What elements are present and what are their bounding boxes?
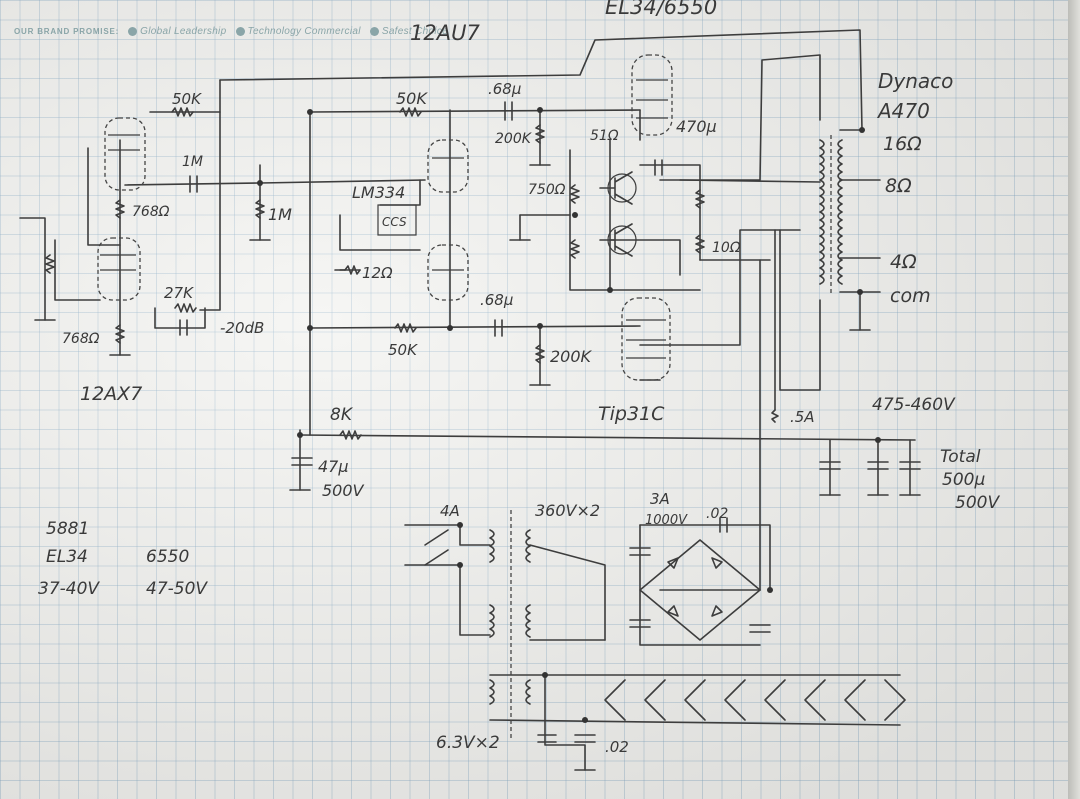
label-tip31c: Tip31C (598, 403, 665, 425)
power-transformer (424, 510, 531, 740)
brand-bullet-icon (369, 26, 379, 36)
label-r-768-a: 768Ω (132, 204, 170, 220)
note-v1: 37-40V (38, 579, 100, 599)
paper-edge (1068, 0, 1080, 799)
label-c-68-b: .68µ (480, 291, 513, 309)
label-r-50k-c: 50K (388, 341, 418, 359)
label-rect-3a: 3A (650, 490, 670, 508)
label-r-768-b: 768Ω (62, 331, 100, 347)
label-el34-6550: EL34/6550 (605, 0, 717, 19)
label-c-1m: 1M (182, 154, 203, 170)
ground-symbols (34, 164, 921, 771)
label-12au7: 12AU7 (410, 21, 480, 45)
label-r-200k-a: 200K (495, 131, 533, 147)
label-r-10: 10Ω (712, 240, 741, 256)
bridge-diodes (667, 557, 723, 617)
label-dynaco: Dynaco (878, 69, 953, 93)
label-sec-360: 360V×2 (535, 501, 600, 520)
brand-item-3: Safest Choice (381, 26, 448, 37)
label-cap-total: 500µ (942, 470, 985, 490)
brand-heading: OUR BRAND PROMISE: (14, 27, 120, 36)
label-fuse-4a: 4A (440, 502, 460, 520)
schematic-wires (19, 29, 916, 771)
label-lm334: LM334 (352, 183, 405, 202)
label-voltage-rail: 475-460V (872, 395, 956, 415)
label-fuse-05: .5A (790, 408, 815, 426)
note-v2: 47-50V (146, 579, 208, 599)
brand-bullet-icon (235, 26, 245, 36)
capacitors (179, 101, 921, 743)
label-cap-total-v: 500V (955, 493, 1000, 513)
heater-chain (604, 679, 906, 721)
label-tap-16: 16Ω (883, 133, 922, 155)
label-a470: A470 (876, 99, 930, 123)
brand-item-1: Global Leadership (140, 26, 227, 37)
schematic-labels: 12AU7 EL34/6550 Dynaco A470 16Ω 8Ω 4Ω co… (38, 0, 1000, 756)
label-c-02-b: .02 (605, 738, 629, 756)
brand-bullet-icon (128, 26, 138, 36)
label-r-12: 12Ω (362, 264, 393, 282)
label-r-50k-a: 50K (172, 90, 202, 108)
junctions (257, 107, 881, 723)
brand-promise-banner: OUR BRAND PROMISE: Global Leadership Tec… (14, 26, 448, 37)
label-r-27k: 27K (164, 284, 194, 302)
note-6550: 6550 (146, 547, 189, 567)
label-tap-com: com (890, 285, 931, 307)
output-transformer (819, 135, 843, 295)
label-gain: -20dB (220, 319, 264, 337)
label-c-68-a: .68µ (488, 80, 521, 98)
label-c-470: 470µ (676, 117, 717, 136)
transistors (599, 171, 637, 257)
label-cap-47-v: 500V (322, 481, 365, 500)
label-ccs: CCS (382, 215, 407, 229)
brand-item-2: Technology Commercial (247, 26, 361, 37)
label-r-1m: 1M (268, 205, 292, 224)
label-r-200k-b: 200K (550, 347, 593, 366)
label-total: Total (940, 447, 981, 467)
label-tap-4: 4Ω (890, 251, 917, 273)
label-r-8k: 8K (330, 405, 354, 425)
label-c-02-a: .02 (706, 506, 728, 522)
label-r-50k-b: 50K (396, 89, 428, 108)
label-12ax7: 12AX7 (80, 383, 142, 405)
label-cap-47: 47µ (318, 457, 349, 476)
label-r-750: 750Ω (528, 182, 566, 198)
label-tap-8: 8Ω (885, 175, 912, 197)
label-rect-1000v: 1000V (645, 513, 688, 528)
note-el34: EL34 (46, 547, 88, 567)
note-5881: 5881 (46, 519, 89, 539)
label-r-51: 51Ω (590, 128, 619, 144)
vacuum-tubes (97, 54, 673, 381)
label-heater: 6.3V×2 (436, 733, 500, 753)
resistors (45, 107, 779, 440)
